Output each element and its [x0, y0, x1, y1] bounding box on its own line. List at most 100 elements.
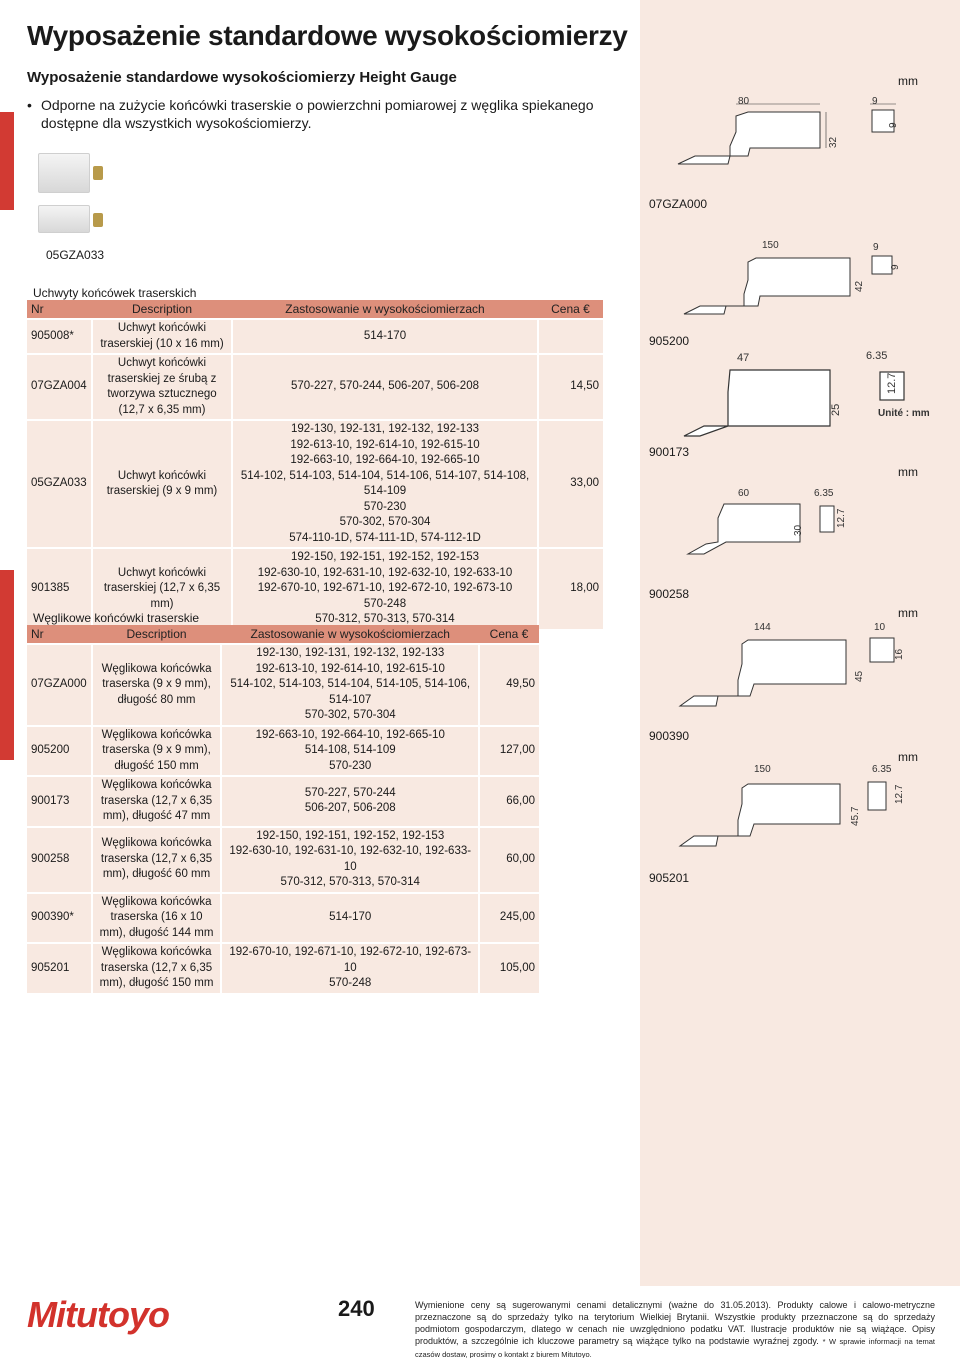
cell-usage: 570-227, 570-244, 506-207, 506-208: [231, 353, 538, 420]
dim-tall: 32: [828, 136, 839, 148]
cell-price: 49,50: [478, 643, 539, 726]
cell-nr: 905008*: [27, 318, 92, 354]
cell-nr: 905201: [27, 942, 92, 993]
cell-price: 105,00: [478, 942, 539, 993]
cell-description: Węglikowa końcówka traserska (12,7 x 6,3…: [90, 942, 222, 993]
cell-description: Węglikowa końcówka traserska (12,7 x 6,3…: [90, 775, 222, 827]
photo-label: 05GZA033: [46, 248, 105, 262]
table-row: 905008*Uchwyt końcówki traserskiej (10 x…: [27, 318, 603, 354]
cell-usage: 192-670-10, 192-671-10, 192-672-10, 192-…: [220, 942, 480, 993]
cell-usage: 192-130, 192-131, 192-132, 192-133 192-6…: [220, 643, 480, 726]
unit-label: mm: [898, 750, 918, 764]
part-code: 900390: [649, 729, 690, 743]
cell-nr: 05GZA033: [27, 419, 92, 548]
part-code: 900173: [649, 445, 690, 459]
cell-price: 127,00: [478, 724, 539, 776]
table-row: 900390*Węglikowa końcówka traserska (16 …: [27, 891, 539, 943]
table-header-row: Nr Description Zastosowanie w wysokościo…: [27, 625, 539, 644]
holders-table: Nr Description Zastosowanie w wysokościo…: [27, 300, 603, 629]
cell-usage: 192-150, 192-151, 192-152, 192-153 192-6…: [220, 825, 480, 893]
cell-description: Uchwyt końcówki traserskiej (9 x 9 mm): [91, 419, 232, 548]
table2-caption: Węglikowe końcówki traserskie: [33, 611, 200, 625]
cell-description: Węglikowa końcówka traserska (16 x 10 mm…: [90, 891, 222, 943]
holder-photo: [38, 153, 103, 193]
cell-usage: 192-150, 192-151, 192-152, 192-153 192-6…: [231, 547, 538, 629]
dim-length: 60: [738, 488, 750, 499]
col-price: Cena €: [538, 300, 603, 319]
cell-nr: 900258: [27, 825, 92, 893]
dim-width: 10: [874, 622, 886, 633]
dim-length: 150: [754, 764, 771, 775]
dim-width: 6.35: [814, 488, 834, 499]
dim-width: 6.35: [872, 764, 892, 775]
dim-tall: 30: [793, 524, 804, 536]
cell-nr: 07GZA004: [27, 353, 92, 420]
cell-nr: 900390*: [27, 891, 92, 943]
dim-height: 12.7: [886, 372, 898, 394]
part-code: 905200: [649, 334, 690, 348]
dim-length: 47: [737, 352, 750, 364]
cell-description: Uchwyt końcówki traserskiej (12,7 x 6,35…: [91, 547, 232, 629]
unit-label: mm: [898, 74, 918, 88]
col-description: Description: [92, 300, 232, 319]
dim-length: 144: [754, 622, 771, 633]
dim-tall: 45.7: [850, 806, 861, 826]
cell-nr: 900173: [27, 775, 92, 827]
dim-tall: 45: [854, 670, 865, 682]
cell-price: 14,50: [537, 353, 603, 420]
footer-disclaimer: Wymienione ceny są sugerowanymi cenami d…: [415, 1300, 935, 1346]
unit-label-jp: Unité : mm: [878, 408, 930, 419]
dim-tall: 25: [830, 403, 842, 416]
dim-height: 9: [888, 122, 899, 128]
part-code: 905201: [649, 871, 690, 885]
dim-width: 9: [873, 242, 879, 253]
tips-table: Nr Description Zastosowanie w wysokościo…: [27, 625, 539, 993]
cell-description: Węglikowa końcówka traserska (12,7 x 6,3…: [90, 825, 222, 893]
cell-nr: 901385: [27, 547, 92, 629]
cell-description: Węglikowa końcówka traserska (9 x 9 mm),…: [90, 724, 222, 776]
drawing-07gza000: [677, 103, 896, 165]
cell-nr: 07GZA000: [27, 643, 92, 726]
drawing-905201: [678, 781, 887, 847]
dim-width: 6.35: [866, 350, 888, 362]
col-nr: Nr: [27, 300, 92, 319]
part-code: 07GZA000: [649, 197, 708, 211]
drawing-905200: [683, 255, 893, 315]
cell-usage: 514-170: [231, 318, 538, 354]
holder-photo: [38, 205, 103, 233]
footer-note: Wymienione ceny są sugerowanymi cenami d…: [415, 1299, 935, 1358]
cell-description: Uchwyt końcówki traserskiej (10 x 16 mm): [91, 318, 232, 354]
unit-label: mm: [898, 465, 918, 479]
drawing-900390: [678, 637, 895, 707]
dim-length: 80: [738, 96, 750, 107]
cell-usage: 570-227, 570-244 506-207, 506-208: [220, 775, 480, 827]
cell-usage: 514-170: [220, 891, 480, 943]
page-subtitle: Wyposażenie standardowe wysokościomierzy…: [27, 69, 457, 86]
red-tab: [0, 112, 14, 210]
dim-tall: 42: [854, 280, 865, 292]
dim-width: 9: [872, 96, 878, 107]
unit-label: mm: [898, 606, 918, 620]
cell-price: [537, 318, 603, 354]
col-usage: Zastosowanie w wysokościomierzach: [232, 300, 538, 319]
cell-nr: 905200: [27, 724, 92, 776]
cell-price: 33,00: [537, 419, 603, 548]
footer-delivery-note: * W sprawie informacji na temat czasów d…: [415, 1337, 935, 1358]
col-usage: Zastosowanie w wysokościomierzach: [221, 625, 480, 644]
cell-price: 245,00: [478, 891, 539, 943]
cell-price: 18,00: [537, 547, 603, 629]
dim-height: 12.7: [836, 508, 847, 528]
cell-price: 66,00: [478, 775, 539, 827]
drawing-900258: [686, 503, 835, 555]
table-header-row: Nr Description Zastosowanie w wysokościo…: [27, 300, 603, 319]
dim-length: 150: [762, 240, 779, 251]
dim-height: 12.7: [894, 784, 905, 804]
col-price: Cena €: [479, 625, 539, 644]
cell-price: 60,00: [478, 825, 539, 893]
